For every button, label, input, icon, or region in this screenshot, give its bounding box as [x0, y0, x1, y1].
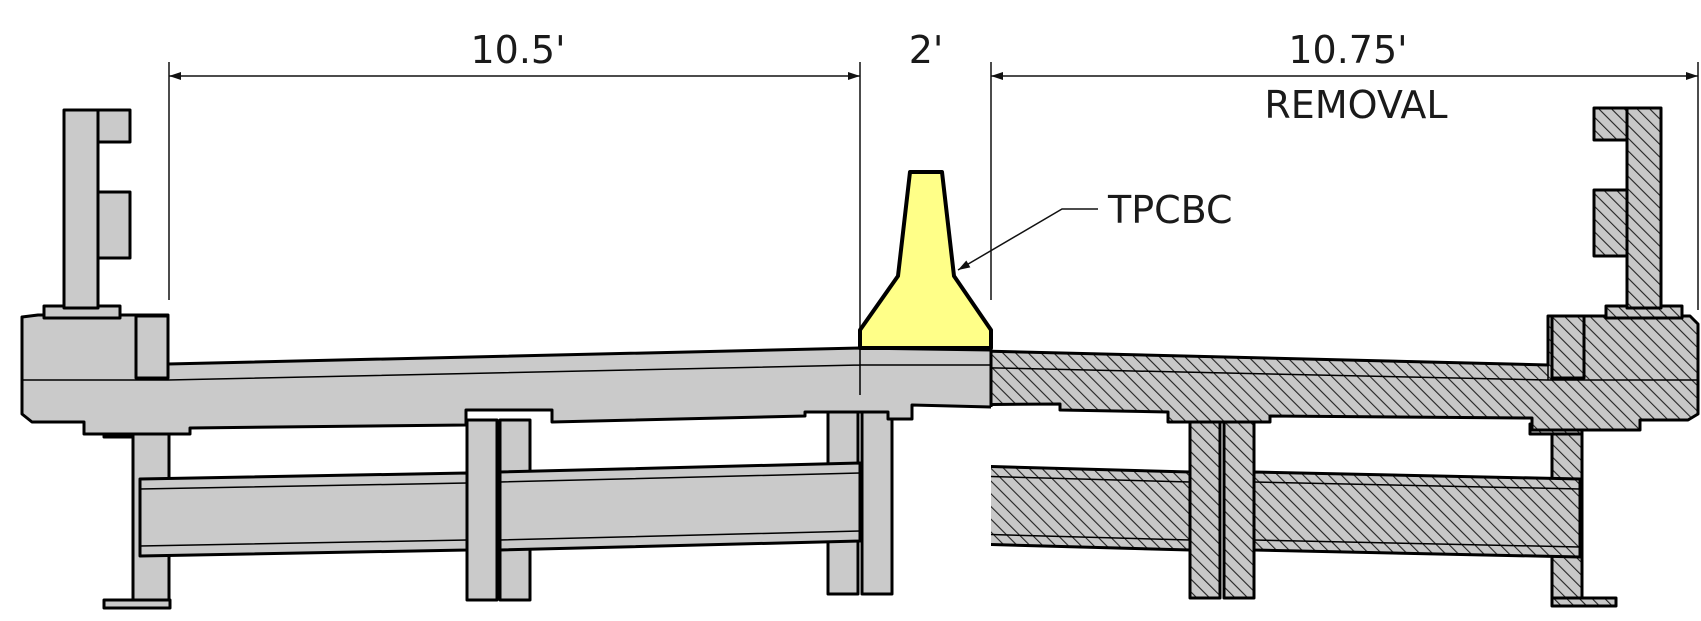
right-center-diaphragm — [991, 465, 1192, 552]
tpcbc-label: TPCBC — [1107, 188, 1233, 232]
tpcbc-barrier — [858, 170, 993, 350]
deck-slab — [20, 313, 991, 436]
left-railing — [42, 108, 170, 380]
left-diaphragm — [138, 471, 469, 558]
tpcbc-callout: TPCBC — [957, 188, 1233, 271]
right-railing — [1550, 106, 1684, 380]
dimension-left-label: 10.5' — [470, 28, 565, 72]
right-girders — [1188, 418, 1618, 608]
dimension-lines — [168, 62, 1699, 395]
dimension-right-label: 10.75' — [1288, 28, 1407, 72]
center-diaphragm — [498, 461, 862, 552]
removal-section — [991, 106, 1700, 608]
right-diaphragm — [1252, 470, 1582, 559]
dimension-middle-label: 2' — [909, 28, 944, 72]
existing-section — [20, 108, 991, 610]
removal-deck-slab — [991, 314, 1700, 432]
removal-label: REMOVAL — [1264, 83, 1447, 127]
